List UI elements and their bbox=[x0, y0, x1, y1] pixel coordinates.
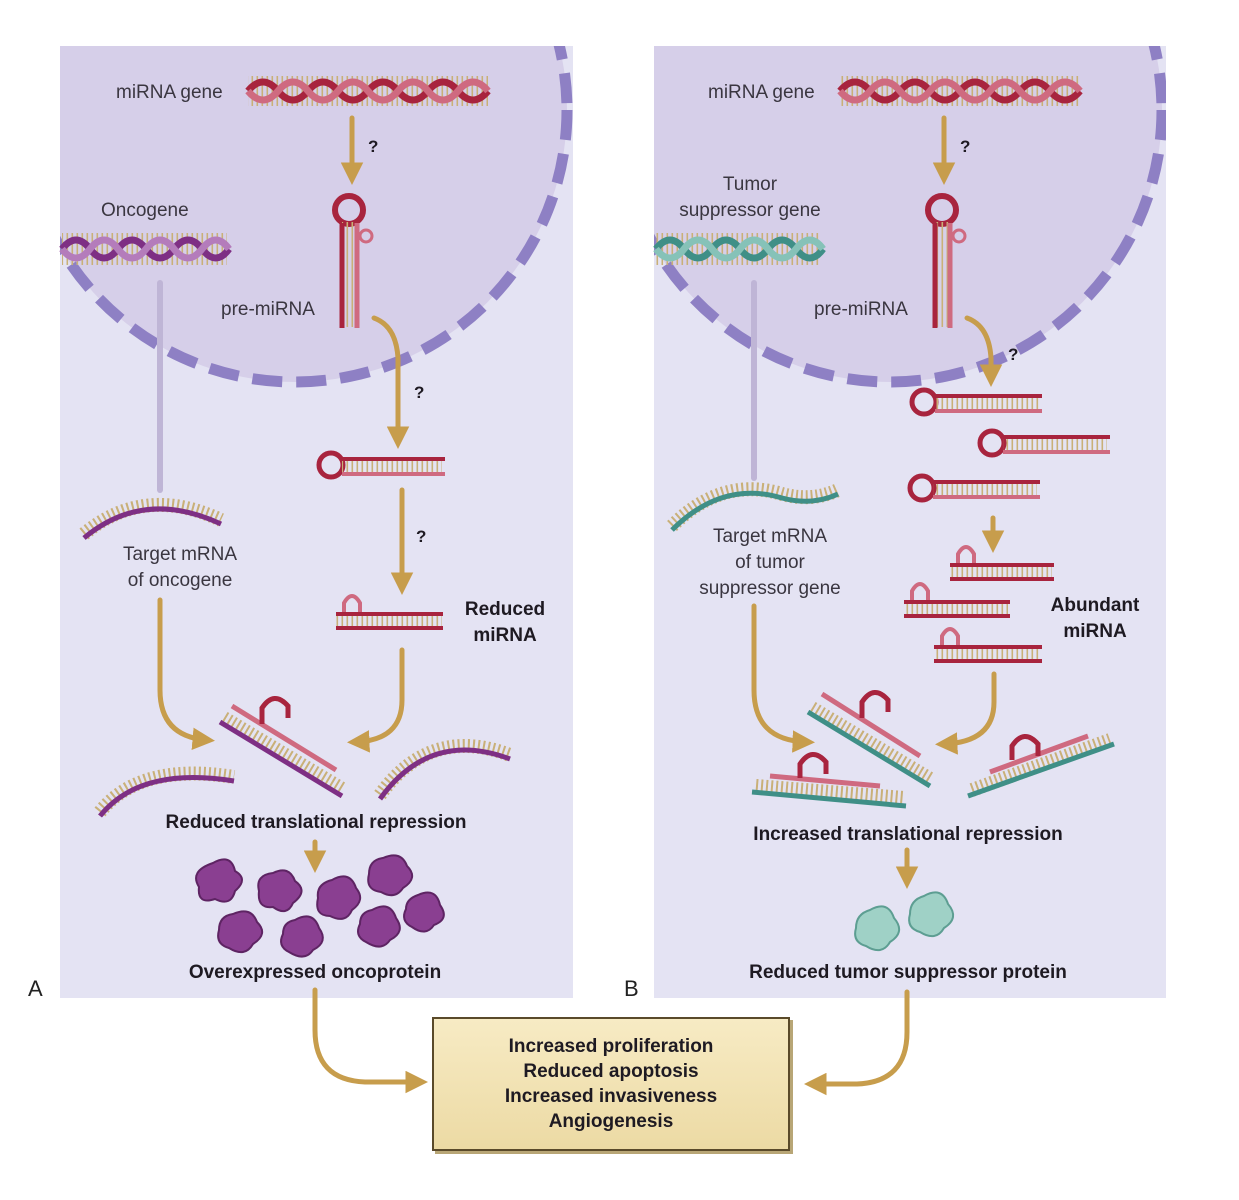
outcome-box: Increased proliferation Reduced apoptosi… bbox=[432, 1017, 790, 1151]
panel-b-repression-label: Increased translational repression bbox=[753, 824, 1063, 845]
panel-a-target-mrna bbox=[79, 498, 224, 540]
panel-b-tumor-suppressor-dna bbox=[653, 233, 826, 265]
panel-a-repression-label: Reduced translational repression bbox=[165, 812, 467, 833]
panel-b-suppressor-proteins bbox=[854, 891, 955, 952]
panel-a-mirna-gene-label: miRNA gene bbox=[116, 82, 223, 103]
panel-b-mirna-gene-dna bbox=[837, 76, 1083, 106]
panel-a-mirna-status-label: Reduced miRNA bbox=[450, 597, 560, 649]
panel-b-repression-complex-1 bbox=[806, 690, 936, 789]
panel-b-target-mrna-line3: suppressor gene bbox=[699, 578, 841, 599]
panel-b-mirna-status-label: Abundant miRNA bbox=[1040, 593, 1150, 645]
panel-a-mirna-status-line2: miRNA bbox=[473, 625, 537, 646]
panel-b-pre-mirna-hairpin bbox=[925, 193, 967, 328]
outcome-item: Angiogenesis bbox=[548, 1111, 674, 1132]
panel-a-question-mark-3: ? bbox=[416, 527, 427, 546]
panel-a-question-mark-1: ? bbox=[368, 137, 379, 156]
panel-b-mirna-status-line1: Abundant bbox=[1050, 595, 1140, 616]
panel-b-processed-mirna-1 bbox=[909, 387, 1042, 417]
panel-a-oncogene-dna bbox=[59, 233, 232, 265]
panel-b-repression-complex-2 bbox=[751, 752, 907, 809]
panel-a-mirna-status-line1: Reduced bbox=[464, 599, 546, 620]
panel-a-free-mrna-left bbox=[94, 766, 236, 818]
panel-b-mature-mirna-3 bbox=[934, 627, 1042, 663]
outcome-item: Reduced apoptosis bbox=[523, 1061, 699, 1082]
panel-a-question-mark-2: ? bbox=[414, 383, 425, 402]
panel-a-pre-mirna-label: pre-miRNA bbox=[221, 299, 315, 320]
panel-b-target-mrna-label: Target mRNA of tumor suppressor gene bbox=[680, 524, 860, 602]
panel-b-mirna-status-line2: miRNA bbox=[1063, 621, 1127, 642]
panel-b-processed-mirna-2 bbox=[977, 428, 1110, 458]
panel-b-target-mrna-line2: of tumor bbox=[735, 552, 805, 573]
panel-b-question-mark-2: ? bbox=[1008, 345, 1019, 364]
panel-a-mirna-gene-dna bbox=[245, 76, 491, 106]
outcome-item: Increased proliferation bbox=[508, 1036, 714, 1057]
panel-b-nuclear-membrane bbox=[654, 46, 1166, 388]
panel-b-gene-line1: Tumor bbox=[722, 174, 778, 195]
panel-b-question-mark-1: ? bbox=[960, 137, 971, 156]
panel-a-arrows bbox=[157, 115, 428, 1094]
panel-b-pre-mirna-label: pre-miRNA bbox=[814, 299, 908, 320]
panel-b-repression-complex-3 bbox=[967, 733, 1115, 799]
panel-b-nucleus bbox=[654, 46, 1162, 382]
panel-a-nuclear-membrane bbox=[60, 46, 573, 388]
panel-a-target-mrna-line2: of oncogene bbox=[127, 570, 233, 591]
outcome-item: Increased invasiveness bbox=[504, 1086, 718, 1107]
panel-b-letter: B bbox=[624, 976, 639, 1001]
panel-a-oncoproteins bbox=[195, 854, 445, 958]
panel-b-target-mrna-line1: Target mRNA bbox=[712, 526, 828, 547]
panel-a-target-mrna-line1: Target mRNA bbox=[122, 544, 238, 565]
panel-a-mature-mirna bbox=[336, 594, 443, 630]
panel-a-pre-mirna-hairpin bbox=[332, 193, 374, 328]
panel-a-target-mrna-label: Target mRNA of oncogene bbox=[95, 542, 265, 594]
panel-a-repression-complex bbox=[218, 696, 348, 799]
panel-b-protein-label: Reduced tumor suppressor protein bbox=[749, 962, 1067, 983]
panel-b-gene-label: Tumor suppressor gene bbox=[660, 172, 840, 224]
panel-a-letter: A bbox=[28, 976, 43, 1001]
panel-a-protein-label: Overexpressed oncoprotein bbox=[188, 962, 442, 983]
panel-b bbox=[653, 46, 1166, 1096]
panel-b-arrows bbox=[751, 115, 1005, 1096]
panel-a-processed-mirna-1 bbox=[316, 450, 445, 480]
panel-b-mature-mirna-1 bbox=[950, 545, 1054, 581]
panel-b-target-mrna bbox=[667, 482, 841, 532]
panel-a-free-mrna-right bbox=[374, 739, 513, 801]
panel-b-gene-line2: suppressor gene bbox=[679, 200, 821, 221]
panel-a bbox=[59, 46, 573, 1094]
panel-a-oncogene-label: Oncogene bbox=[101, 200, 189, 221]
panel-b-processed-mirna-3 bbox=[907, 473, 1040, 503]
panel-a-nucleus bbox=[60, 46, 567, 382]
panel-b-mature-mirna-2 bbox=[904, 582, 1010, 618]
panel-b-mirna-gene-label: miRNA gene bbox=[708, 82, 815, 103]
